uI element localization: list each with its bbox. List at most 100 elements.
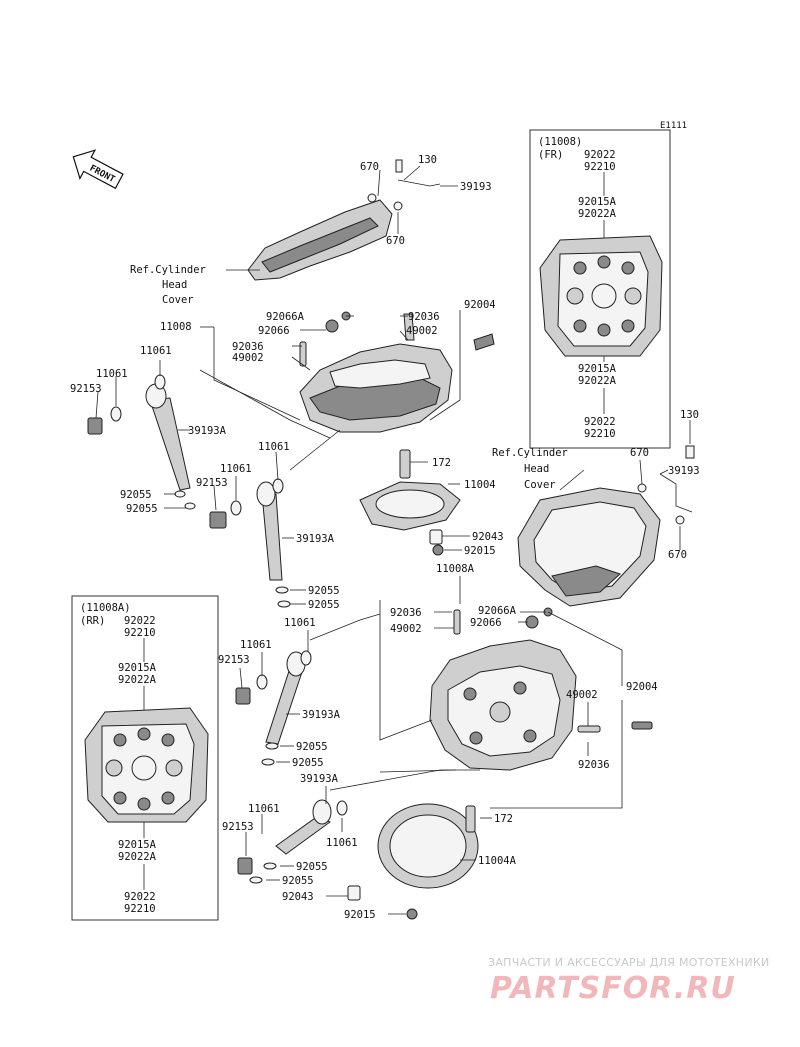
inset-fr-low2: 92022A [578, 375, 617, 387]
label-670: 670 [668, 549, 687, 561]
label-92036: 92036 [390, 607, 422, 619]
inset-fr-top2: 92210 [584, 161, 616, 173]
watermark-logo: PARTSFOR.RU [490, 971, 736, 1006]
watermark: ЗАПЧАСТИ И АКСЕССУАРЫ ДЛЯ МОТОТЕХНИКИ PA… [488, 956, 770, 1006]
label-92055: 92055 [296, 741, 328, 753]
label-92043: 92043 [282, 891, 314, 903]
label-92055: 92055 [120, 489, 152, 501]
label-39193: 39193 [668, 465, 700, 477]
gasket-11004 [359, 481, 461, 531]
label-11061: 11061 [258, 441, 290, 453]
label-92036: 92036 [578, 759, 610, 771]
label-ref-head: Head [162, 279, 187, 291]
inset-rr-top2: 92210 [124, 627, 156, 639]
label-11008: 11008 [160, 321, 192, 333]
label-92055: 92055 [296, 861, 328, 873]
inset-fr-title1: (11008) [538, 136, 582, 148]
small-parts [87, 311, 653, 920]
inset-rr-head-illustration [84, 707, 209, 823]
label-49002: 49002 [406, 325, 438, 337]
label-92066: 92066 [258, 325, 290, 337]
inset-rr-bot2: 92210 [124, 903, 156, 915]
label-92153: 92153 [222, 821, 254, 833]
label-49002: 49002 [232, 352, 264, 364]
label-11008A: 11008A [436, 563, 475, 575]
oil-pipe-a [145, 383, 191, 491]
label-670: 670 [360, 161, 379, 173]
inset-fr-bot2: 92210 [584, 428, 616, 440]
label-11004: 11004 [464, 479, 496, 491]
label-92036: 92036 [408, 311, 440, 323]
inset-fr-low1: 92015A [578, 363, 617, 375]
label-92153: 92153 [196, 477, 228, 489]
inset-fr-mid1: 92015A [578, 196, 617, 208]
inset-rr-title1: (11008A) [80, 602, 131, 614]
label-49002: 49002 [566, 689, 598, 701]
label-92015: 92015 [464, 545, 496, 557]
label-11061: 11061 [220, 463, 252, 475]
inset-fr: (11008) (FR) 92022 92210 92015A 92022A 9… [529, 129, 671, 449]
label-130: 130 [418, 154, 437, 166]
inset-fr-top1: 92022 [584, 149, 616, 161]
label-130: 130 [680, 409, 699, 421]
label-92036: 92036 [232, 341, 264, 353]
label-92066A: 92066A [478, 605, 517, 617]
inset-rr-mid2: 92022A [118, 674, 157, 686]
label-92055: 92055 [308, 585, 340, 597]
label-11061: 11061 [96, 368, 128, 380]
inset-rr-mid1: 92015A [118, 662, 157, 674]
head-cover-front [247, 159, 441, 281]
label-39193: 39193 [460, 181, 492, 193]
inset-rr-bot1: 92022 [124, 891, 156, 903]
inset-rr-low2: 92022A [118, 851, 157, 863]
inset-rr: (11008A) (RR) 92022 92210 92015A 92022A … [71, 595, 219, 921]
oil-pipe-c [265, 651, 306, 745]
label-92055: 92055 [282, 875, 314, 887]
label-11004A: 11004A [478, 855, 517, 867]
label-92066A: 92066A [266, 311, 305, 323]
label-92055: 92055 [292, 757, 324, 769]
label-92153: 92153 [70, 383, 102, 395]
label-92055: 92055 [126, 503, 158, 515]
inset-fr-bot1: 92022 [584, 416, 616, 428]
label-ref-cover: Cover [524, 479, 556, 491]
label-11061: 11061 [284, 617, 316, 629]
label-ref-cylinder: Ref.Cylinder [130, 264, 206, 276]
label-92004: 92004 [626, 681, 658, 693]
label-11061: 11061 [240, 639, 272, 651]
oil-pipe-b [256, 481, 283, 581]
gasket-11004A [377, 803, 479, 889]
label-39193A: 39193A [296, 533, 335, 545]
front-arrow-icon: FRONT [72, 149, 124, 190]
inset-rr-frame [71, 595, 219, 921]
watermark-caption: ЗАПЧАСТИ И АКСЕССУАРЫ ДЛЯ МОТОТЕХНИКИ [488, 956, 770, 969]
label-ref-cover: Cover [162, 294, 194, 306]
inset-fr-head-illustration [539, 235, 663, 357]
label-39193A: 39193A [302, 709, 341, 721]
inset-fr-title2: (FR) [538, 149, 563, 161]
part-labels: 670 130 39193 670 Ref.Cylinder Head Cove… [70, 154, 700, 921]
label-11061: 11061 [326, 837, 358, 849]
oil-pipe-d [275, 799, 332, 855]
label-92066: 92066 [470, 617, 502, 629]
diagram-code: E1111 [660, 121, 687, 131]
label-92015: 92015 [344, 909, 376, 921]
head-cover-rear [517, 445, 695, 607]
inset-fr-mid2: 92022A [578, 208, 617, 220]
inset-fr-frame [529, 129, 671, 449]
label-39193A: 39193A [188, 425, 227, 437]
label-11061: 11061 [248, 803, 280, 815]
label-39193A: 39193A [300, 773, 339, 785]
label-ref-head: Head [524, 463, 549, 475]
label-49002: 49002 [390, 623, 422, 635]
leader-lines [95, 165, 691, 915]
cylinder-head-front [299, 313, 495, 433]
label-11061: 11061 [140, 345, 172, 357]
cylinder-head-rear [429, 639, 577, 771]
label-172: 172 [494, 813, 513, 825]
label-670: 670 [630, 447, 649, 459]
inset-rr-title2: (RR) [80, 615, 105, 627]
label-ref-cylinder: Ref.Cylinder [492, 447, 568, 459]
inset-rr-top1: 92022 [124, 615, 156, 627]
